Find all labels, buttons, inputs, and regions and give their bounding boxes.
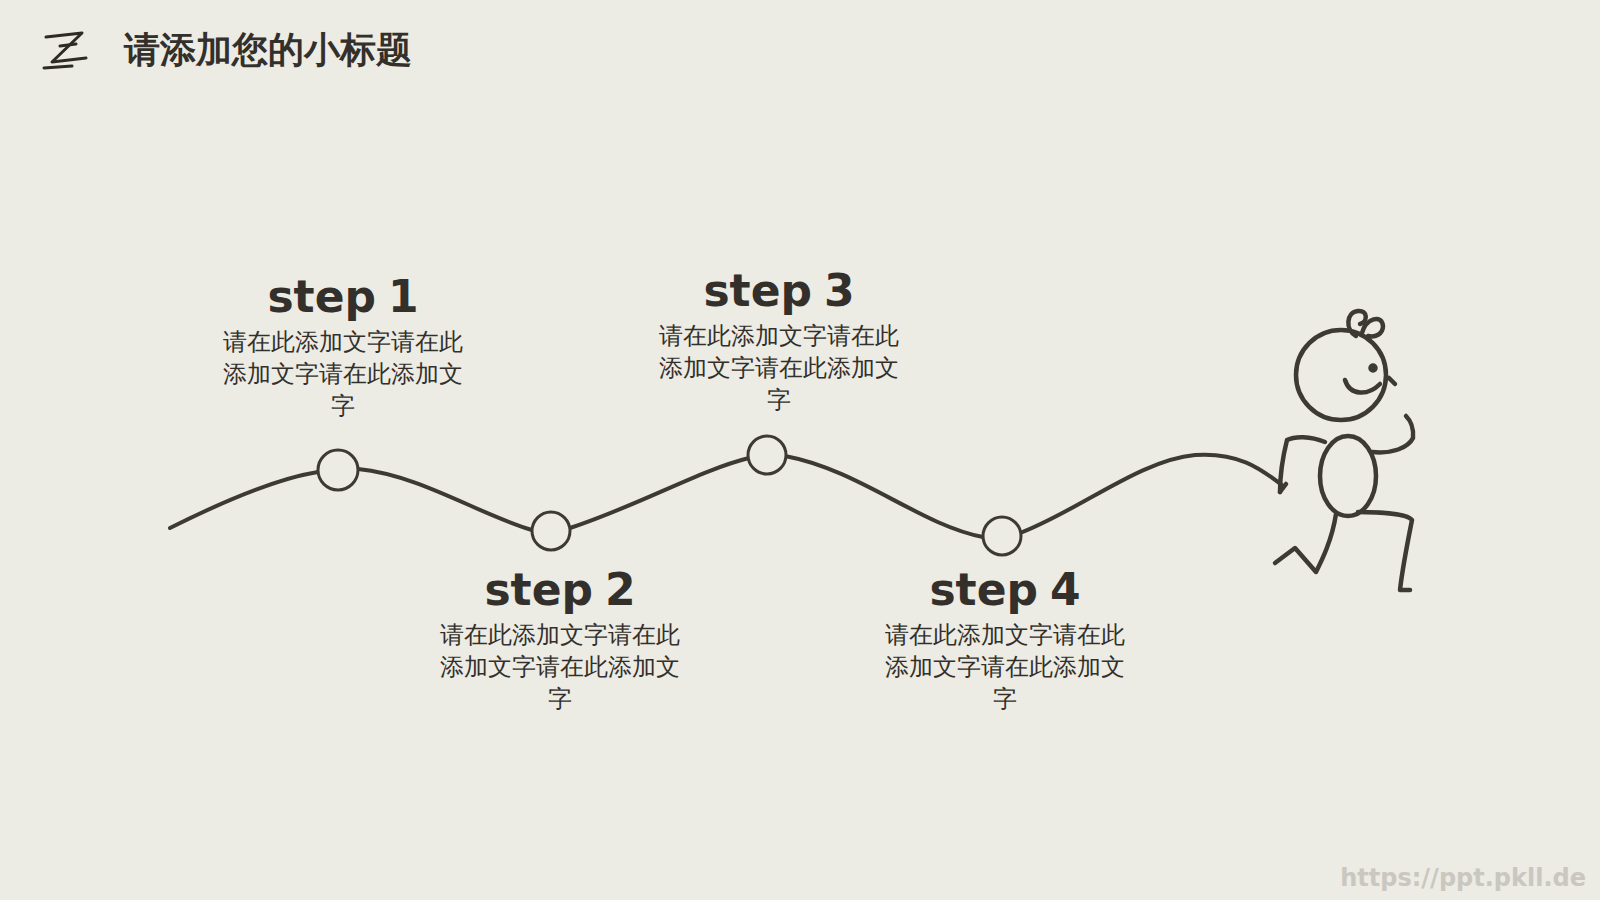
watermark: https://ppt.pkll.de (1340, 864, 1586, 892)
step-block: step4请在此添加文字请在此添加文字请在此添加文字 (875, 565, 1135, 715)
step-block: step3请在此添加文字请在此添加文字请在此添加文字 (649, 266, 909, 416)
step-description: 请在此添加文字请在此添加文字请在此添加文字 (218, 326, 468, 422)
step-label: step (267, 272, 376, 322)
step-label: step (484, 565, 593, 615)
step-description: 请在此添加文字请在此添加文字请在此添加文字 (880, 619, 1130, 715)
step-dot (318, 436, 1021, 555)
step-block: step1请在此添加文字请在此添加文字请在此添加文字 (213, 272, 473, 422)
running-figure (1275, 311, 1413, 590)
step-number: 3 (824, 266, 855, 316)
step-heading-row: step4 (875, 565, 1135, 615)
step-number: 1 (388, 272, 419, 322)
step-heading-row: step2 (430, 565, 690, 615)
step-description: 请在此添加文字请在此添加文字请在此添加文字 (435, 619, 685, 715)
step-block: step2请在此添加文字请在此添加文字请在此添加文字 (430, 565, 690, 715)
logo-mark (44, 33, 86, 68)
step-description: 请在此添加文字请在此添加文字请在此添加文字 (654, 320, 904, 416)
step-label: step (703, 266, 812, 316)
step-heading-row: step3 (649, 266, 909, 316)
step-number: 2 (605, 565, 636, 615)
step-number: 4 (1050, 565, 1081, 615)
step-heading-row: step1 (213, 272, 473, 322)
slide-title: 请添加您的小标题 (124, 26, 412, 74)
step-label: step (929, 565, 1038, 615)
